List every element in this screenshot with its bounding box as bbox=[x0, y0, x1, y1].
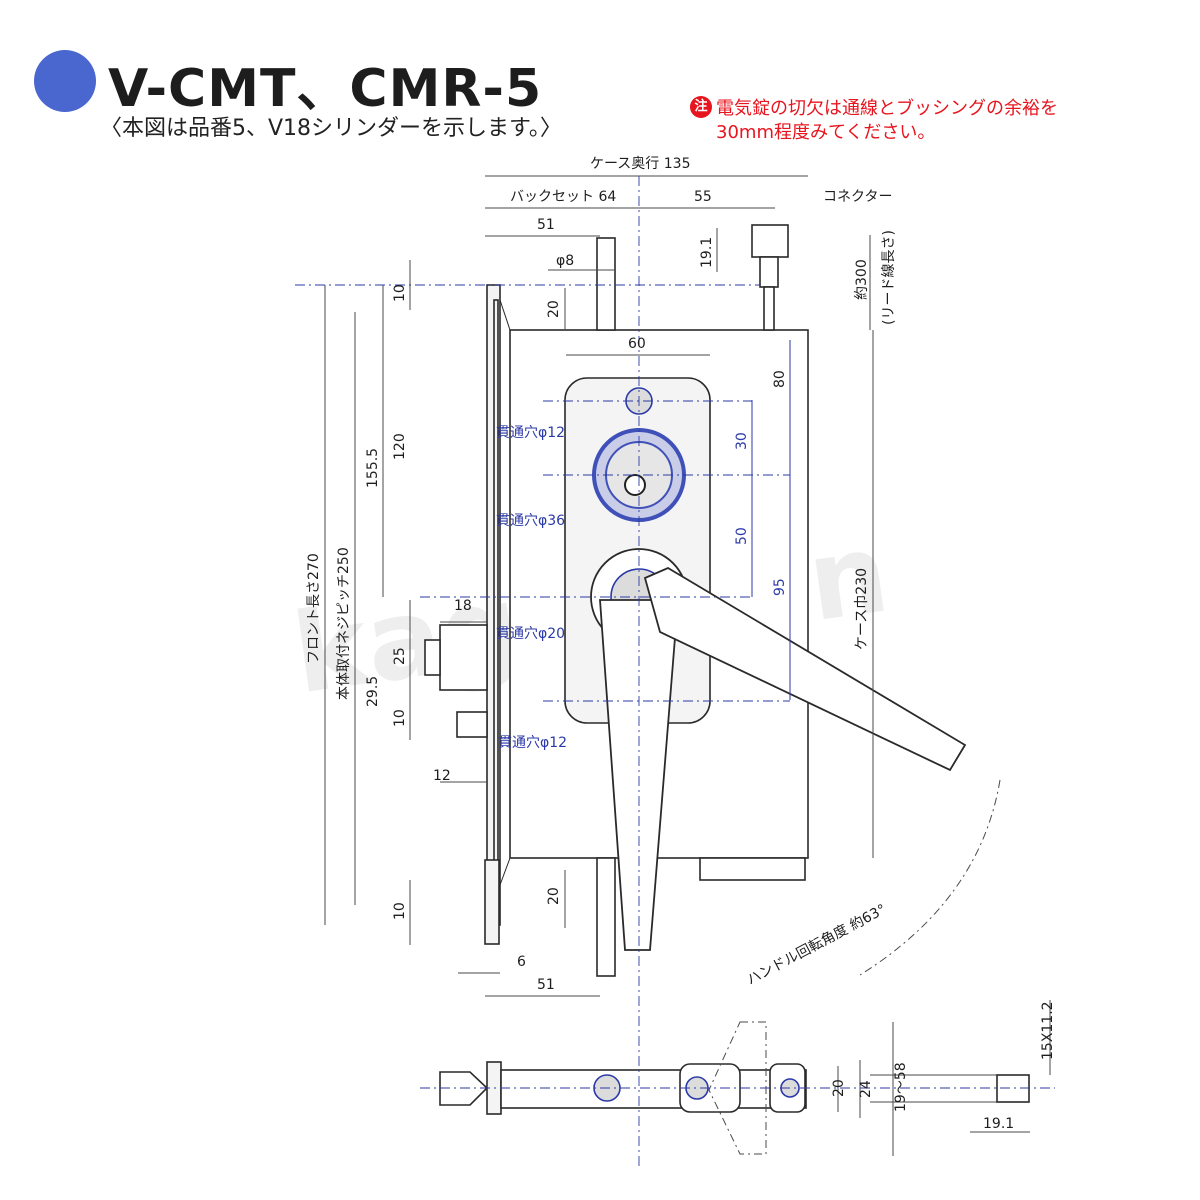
dim-lead-note: (リード線長さ) bbox=[881, 230, 897, 325]
dim-155-5: 155.5 bbox=[365, 448, 381, 488]
dim-case-width: ケース巾230 bbox=[854, 568, 870, 650]
dim-19-58: 19～58 bbox=[893, 1062, 909, 1112]
page-title: V-CMT、CMR-5 bbox=[108, 59, 543, 119]
dim-12: 12 bbox=[433, 768, 451, 784]
dim-55: 55 bbox=[694, 189, 712, 205]
dim-front-length: フロント長さ270 bbox=[306, 553, 322, 664]
connector-body bbox=[751, 224, 789, 258]
latch-bolt bbox=[439, 624, 488, 691]
dim-18: 18 bbox=[454, 598, 472, 614]
center-lines bbox=[295, 176, 1055, 1170]
hole-label-36: 貫通穴φ36 bbox=[496, 513, 565, 529]
dim-screw-pitch: 本体取付ネジピッチ250 bbox=[336, 547, 352, 700]
dim-19-1-top: 19.1 bbox=[699, 237, 715, 268]
side-body bbox=[500, 1069, 807, 1109]
dim-51-bottom: 51 bbox=[537, 977, 555, 993]
hole-label-20: 貫通穴φ20 bbox=[496, 626, 565, 642]
dim-120: 120 bbox=[392, 433, 408, 460]
note-line-2: 30mm程度みてください。 bbox=[716, 122, 936, 143]
side-view bbox=[439, 859, 1051, 1156]
dim-29-5: 29.5 bbox=[365, 676, 381, 707]
dim-20-side: 20 bbox=[831, 1079, 847, 1097]
bottom-rod bbox=[596, 857, 616, 977]
dead-bolt bbox=[456, 711, 488, 738]
dim-6: 6 bbox=[517, 954, 526, 970]
dim-60: 60 bbox=[628, 336, 646, 352]
dim-50: 50 bbox=[734, 527, 750, 545]
handle-angle-label: ハンドル回転角度 約63° bbox=[744, 902, 889, 989]
dimension-lines bbox=[324, 175, 874, 997]
dim-25: 25 bbox=[392, 647, 408, 665]
hole-label-12-bottom: 貫通穴φ12 bbox=[498, 735, 567, 751]
dim-20-top: 20 bbox=[546, 300, 562, 318]
dim-51-top: 51 bbox=[537, 217, 555, 233]
dim-backset: バックセット 64 bbox=[510, 189, 616, 205]
side-faceplate bbox=[484, 859, 500, 945]
dim-80: 80 bbox=[772, 370, 788, 388]
dim-lead-length: 約300 bbox=[854, 259, 870, 300]
dim-10-bottom: 10 bbox=[392, 902, 408, 920]
rotation-arc bbox=[859, 779, 1001, 976]
dim-15x11-2: 15X11.2 bbox=[1040, 1001, 1056, 1060]
hole-label-12-top: 貫通穴φ12 bbox=[496, 425, 565, 441]
dim-30: 30 bbox=[734, 432, 750, 450]
dim-phi8: φ8 bbox=[556, 253, 574, 269]
dim-10-mid: 10 bbox=[392, 709, 408, 727]
top-rod bbox=[596, 237, 616, 331]
connector-label: コネクター bbox=[823, 189, 892, 205]
dim-20-bottom: 20 bbox=[546, 887, 562, 905]
faceplate-inner bbox=[493, 299, 499, 911]
handle-rotated bbox=[643, 566, 967, 772]
header-dot bbox=[34, 50, 96, 112]
dim-19-1-bottom: 19.1 bbox=[983, 1116, 1014, 1132]
page-subtitle: 〈本図は品番5、V18シリンダーを示します。〉 bbox=[100, 116, 562, 141]
front-view bbox=[424, 224, 1001, 977]
dim-case-depth: ケース奥行 135 bbox=[590, 155, 690, 172]
dim-95: 95 bbox=[772, 578, 788, 596]
note-badge: 注 bbox=[690, 96, 712, 118]
dim-10-top: 10 bbox=[392, 284, 408, 302]
note-line-1: 電気錠の切欠は通線とブッシングの余裕を bbox=[716, 98, 1058, 119]
dim-24: 24 bbox=[858, 1080, 874, 1098]
